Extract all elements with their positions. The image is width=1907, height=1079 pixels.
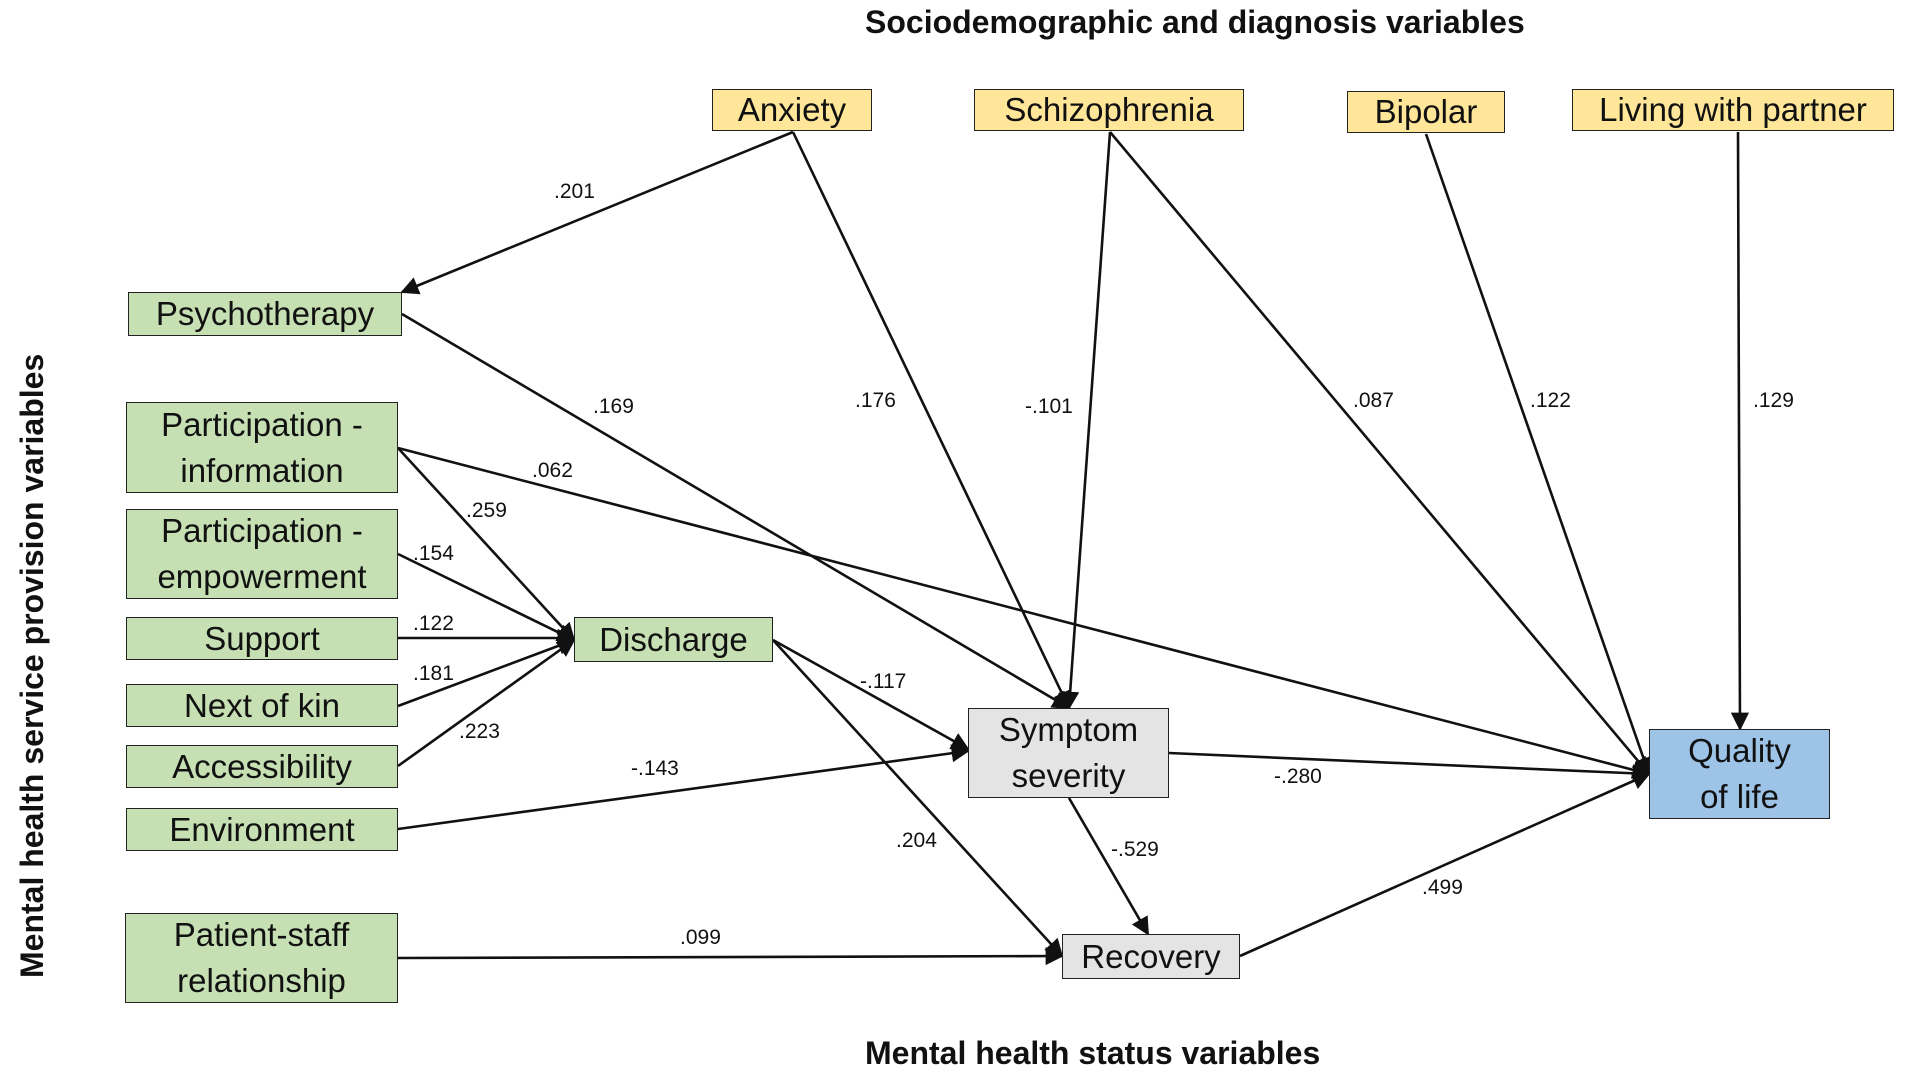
coefficient-label-pst-rec: .099 — [680, 926, 721, 949]
coefficient-label-psy-sym: .169 — [593, 395, 634, 418]
edge-pinf-dis — [397, 447, 576, 642]
coefficient-label-env-sym: -.143 — [631, 757, 679, 780]
node-accessibility: Accessibility — [126, 745, 398, 788]
coefficient-label-sch-sym: -.101 — [1025, 395, 1073, 418]
coefficient-label-dis-sym: -.117 — [860, 670, 906, 693]
coefficient-label-dis-rec: .204 — [896, 829, 937, 852]
edge-pst-rec — [397, 946, 1064, 966]
diagram-title-top: Sociodemographic and diagnosis variables — [865, 4, 1525, 40]
edge-kin-dis — [397, 637, 576, 708]
edge-dis-sym — [772, 638, 970, 751]
edge-sym-rec — [1067, 797, 1150, 936]
coefficient-label-bip-qol: .122 — [1530, 389, 1571, 412]
edge-sch-qol — [1109, 131, 1651, 776]
edge-anx-psy — [400, 130, 794, 295]
diagram-title-left: Mental health service provision variable… — [14, 353, 50, 978]
diagram-title-bottom: Mental health status variables — [865, 1035, 1321, 1071]
node-next-of-kin: Next of kin — [126, 684, 398, 727]
coefficient-label-sym-rec: -.529 — [1111, 838, 1159, 861]
edge-env-sym — [397, 744, 970, 831]
edge-pinf-qol — [397, 446, 1651, 779]
node-symptom-severity: Symptom severity — [968, 708, 1169, 798]
node-patient-staff-relationship: Patient-staff relationship — [125, 913, 398, 1003]
edge-liv-qol — [1730, 131, 1750, 731]
edge-sch-sym — [1061, 131, 1112, 710]
node-bipolar: Bipolar — [1347, 91, 1505, 133]
edge-sym-qol — [1168, 751, 1651, 783]
node-quality-of-life: Quality of life — [1649, 729, 1830, 819]
edge-anx-sym — [791, 131, 1071, 710]
coefficient-label-anx-psy: .201 — [554, 180, 595, 203]
edge-dis-rec — [772, 639, 1064, 958]
coefficient-label-pinf-qol: .062 — [532, 459, 573, 482]
node-support: Support — [126, 617, 398, 660]
node-living-with-partner: Living with partner — [1572, 89, 1894, 131]
coefficient-label-sym-qol: -.280 — [1274, 765, 1322, 788]
node-participation-empowerment: Participation - empowerment — [126, 509, 398, 599]
node-environment: Environment — [126, 808, 398, 851]
coefficient-label-acc-dis: .223 — [459, 720, 500, 743]
coefficient-label-pemp-dis: .154 — [413, 542, 454, 565]
coefficient-label-anx-sym: .176 — [855, 389, 896, 412]
coefficient-label-sup-dis: .122 — [413, 612, 454, 635]
coefficient-label-liv-qol: .129 — [1753, 389, 1794, 412]
node-participation-information: Participation - information — [126, 402, 398, 493]
coefficient-label-pinf-dis: .259 — [466, 499, 507, 522]
edge-rec-qol — [1239, 772, 1651, 958]
node-recovery: Recovery — [1062, 934, 1240, 979]
node-psychotherapy: Psychotherapy — [128, 292, 402, 336]
node-discharge: Discharge — [574, 617, 773, 662]
coefficient-label-rec-qol: .499 — [1422, 876, 1463, 899]
coefficient-label-sch-qol: .087 — [1353, 389, 1394, 412]
coefficient-label-kin-dis: .181 — [413, 662, 454, 685]
edge-acc-dis — [397, 638, 576, 768]
node-anxiety: Anxiety — [712, 89, 872, 131]
edge-pemp-dis — [397, 552, 576, 642]
node-schizophrenia: Schizophrenia — [974, 89, 1244, 131]
edge-psy-sym — [401, 312, 1071, 710]
edge-bip-qol — [1424, 133, 1653, 776]
